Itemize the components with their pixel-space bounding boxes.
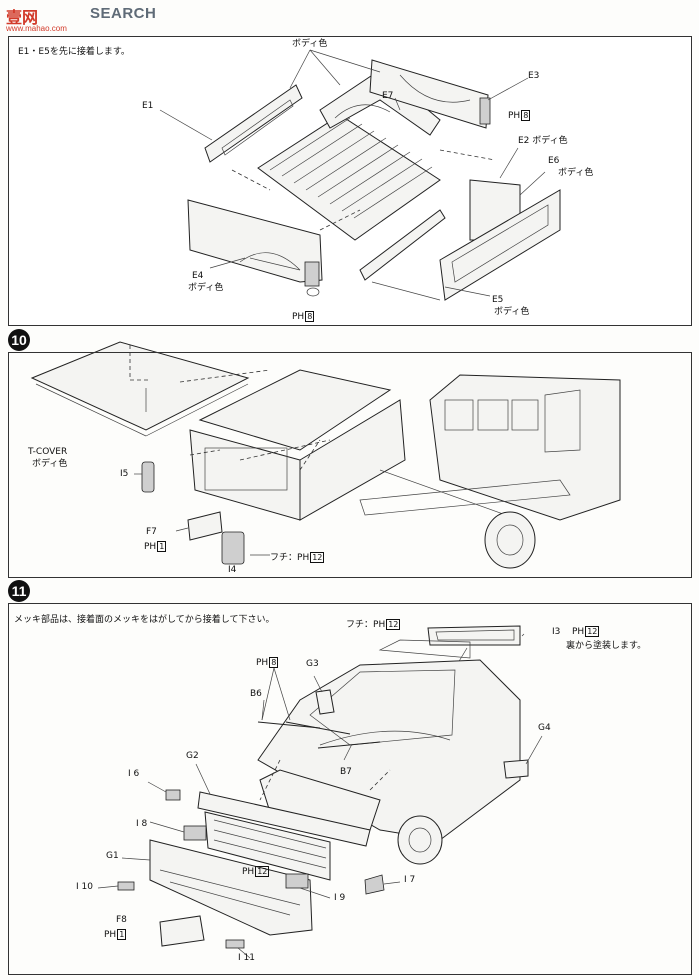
label-e4: E4 xyxy=(192,271,204,281)
label-i3-note: 裏から塗装します。 xyxy=(566,641,647,651)
label-f8: F8 xyxy=(116,915,127,925)
label-e7: E7 xyxy=(382,91,394,101)
label-g1: G1 xyxy=(106,851,119,861)
label-g4: G4 xyxy=(538,723,551,733)
label-body-color-top: ボディ色 xyxy=(292,39,328,49)
label-i3: I3 xyxy=(552,627,561,637)
step-number-10: 10 xyxy=(8,329,30,351)
label-e2: E2 ボディ色 xyxy=(518,136,568,146)
site-url: www.mahao.com xyxy=(6,24,67,33)
site-search-label: SEARCH xyxy=(90,5,157,22)
label-e6: E6 xyxy=(548,156,560,166)
step-panel-11 xyxy=(8,603,692,975)
label-g2: G2 xyxy=(186,751,199,761)
label-f7: F7 xyxy=(146,527,157,537)
step-number-11: 11 xyxy=(8,580,30,602)
label-i7: I 7 xyxy=(404,875,416,885)
label-b7: B7 xyxy=(340,767,352,777)
label-t-cover-color: ボディ色 xyxy=(32,459,68,469)
label-i10: I 10 xyxy=(76,882,93,892)
label-b6: B6 xyxy=(250,689,262,699)
label-t-cover: T-COVER xyxy=(28,447,68,457)
label-i4: I4 xyxy=(228,565,237,575)
step-panel-10 xyxy=(8,352,692,578)
panel3-note: メッキ部品は、接着面のメッキをはがしてから接着して下さい。 xyxy=(14,615,275,625)
label-e5-color: ボディ色 xyxy=(494,307,530,317)
label-i8: I 8 xyxy=(136,819,148,829)
site-logo: 壹网 xyxy=(6,10,39,27)
label-e6-color: ボディ色 xyxy=(558,168,594,178)
label-e3: E3 xyxy=(528,71,540,81)
label-e5: E5 xyxy=(492,295,504,305)
label-i11: I 11 xyxy=(238,953,255,963)
label-g3: G3 xyxy=(306,659,319,669)
label-i9: I 9 xyxy=(334,893,346,903)
label-e4-color: ボディ色 xyxy=(188,283,224,293)
label-i5: I5 xyxy=(120,469,129,479)
label-e1: E1 xyxy=(142,101,154,111)
panel1-note: E1・E5を先に接着します。 xyxy=(18,47,130,57)
label-i6: I 6 xyxy=(128,769,140,779)
